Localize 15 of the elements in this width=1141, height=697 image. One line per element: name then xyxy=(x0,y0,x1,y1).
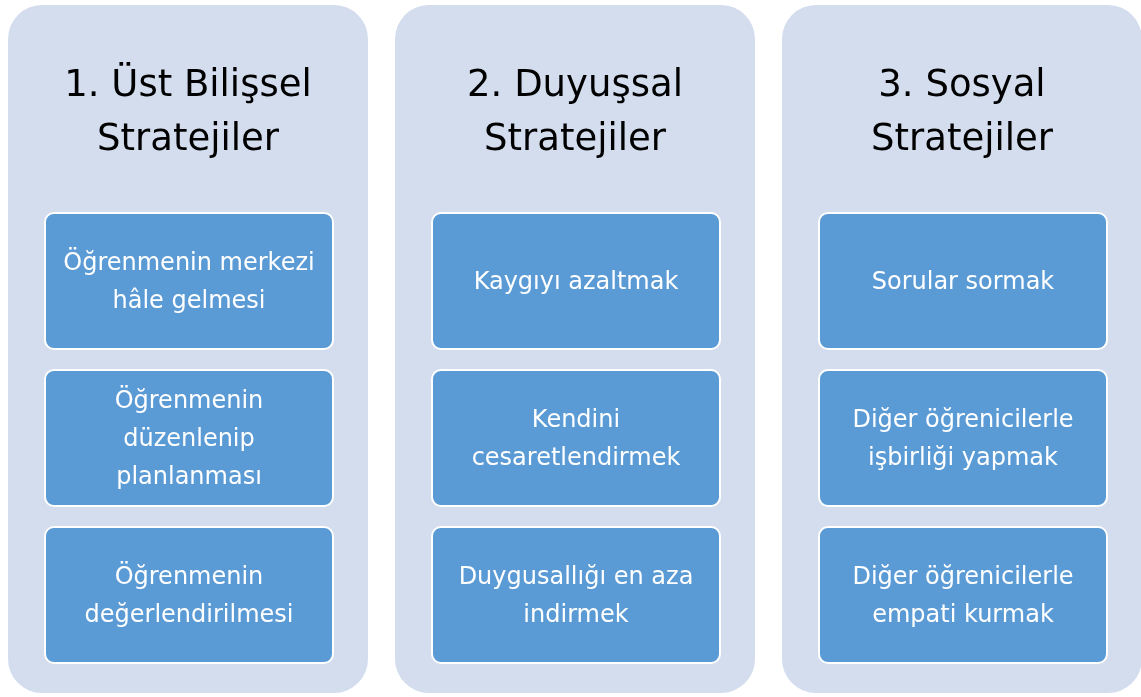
category-panel xyxy=(8,5,368,693)
strategy-box: Kaygıyı azaltmak xyxy=(431,212,721,350)
strategy-box: Öğrenmenin düzenlenip planlanması xyxy=(44,369,334,507)
panel-title: 2. Duyuşsal Stratejiler xyxy=(466,61,684,161)
panel-title: 1. Üst Bilişsel Stratejiler xyxy=(63,61,313,161)
category-panel xyxy=(395,5,755,693)
strategy-box: Duygusallığı en aza indirmek xyxy=(431,526,721,664)
strategy-box: Öğrenmenin değerlendirilmesi xyxy=(44,526,334,664)
strategy-box: Sorular sormak xyxy=(818,212,1108,350)
strategy-box: Öğrenmenin merkezi hâle gelmesi xyxy=(44,212,334,350)
category-panel xyxy=(782,5,1141,693)
strategy-box: Diğer öğrenicilerle empati kurmak xyxy=(818,526,1108,664)
panel-title: 3. Sosyal Stratejiler xyxy=(870,61,1054,161)
strategy-box: Diğer öğrenicilerle işbirliği yapmak xyxy=(818,369,1108,507)
strategy-box: Kendini cesaretlendirmek xyxy=(431,369,721,507)
